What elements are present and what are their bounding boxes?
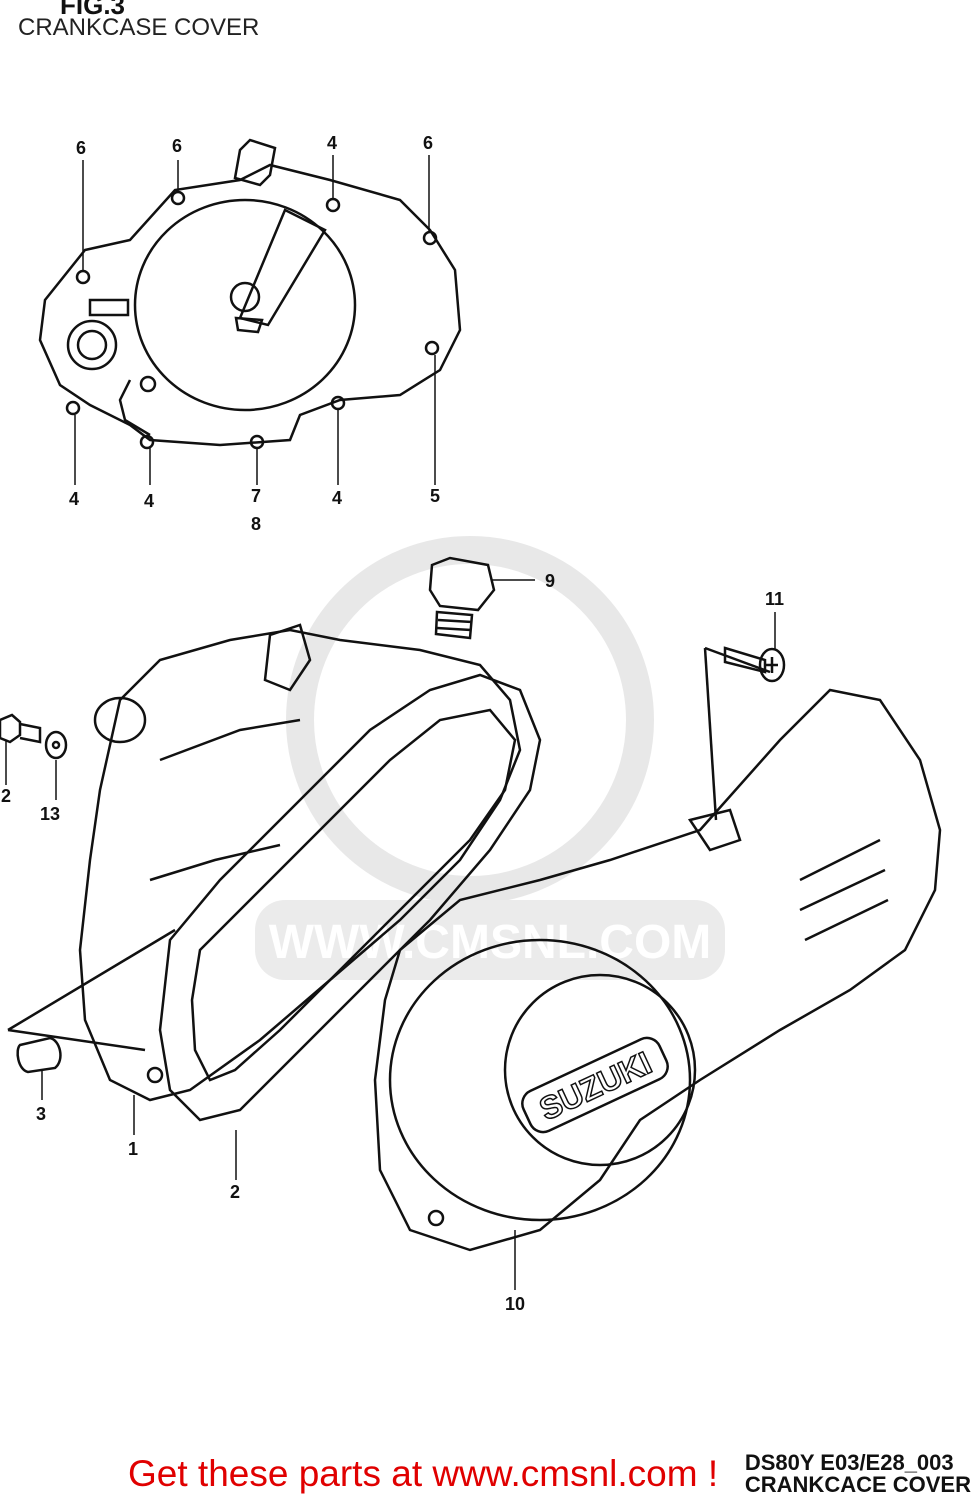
callout-3: 3	[36, 1104, 46, 1124]
callout-2-bolt: 2	[1, 786, 11, 806]
callouts-bottom: 9 11 2 13 3 1 2 10	[1, 571, 784, 1314]
figure-number: FIG.3	[60, 0, 126, 20]
callout-10: 10	[505, 1294, 525, 1314]
callout-8: 8	[251, 514, 261, 534]
suzuki-logo-text: SUZUKI	[534, 1044, 657, 1127]
suzuki-logo: SUZUKI	[521, 1036, 669, 1134]
callout-6a: 6	[76, 138, 86, 158]
diagram-code-line1: DS80Y E03/E28_003	[744, 1450, 954, 1475]
diagram-code-line2: CRANKCACE COVER	[744, 1472, 971, 1497]
watermark-text: WWW.CMSNL.COM	[269, 916, 712, 969]
callout-4d: 4	[332, 488, 342, 508]
callout-4a: 4	[327, 133, 337, 153]
callout-1: 1	[128, 1139, 138, 1159]
callout-6c: 6	[423, 133, 433, 153]
callout-7: 7	[251, 486, 261, 506]
diagram-code: DS80Y E03/E28_003 CRANKCACE COVER	[745, 1452, 971, 1496]
callout-2-gasket: 2	[230, 1182, 240, 1202]
crankcase-assembly	[0, 556, 942, 1252]
callout-4c: 4	[144, 491, 154, 511]
callout-5: 5	[430, 486, 440, 506]
callouts-top: 6 6 4 6 4 4 7 8 4 5	[69, 133, 440, 534]
callout-11: 11	[765, 589, 784, 609]
callout-9: 9	[545, 571, 555, 591]
callout-4b: 4	[69, 489, 79, 509]
callout-6b: 6	[172, 136, 182, 156]
page-title: CRANKCASE COVER	[18, 14, 260, 41]
crankcase-cover-top	[38, 138, 462, 450]
leader-lines-top	[74, 155, 436, 485]
callout-13: 13	[40, 804, 60, 824]
cta-link[interactable]: Get these parts at www.cmsnl.com !	[128, 1453, 719, 1494]
leader-lines-bottom	[5, 579, 776, 1290]
watermark-logo: WWW.CMSNL.COM	[255, 536, 725, 980]
